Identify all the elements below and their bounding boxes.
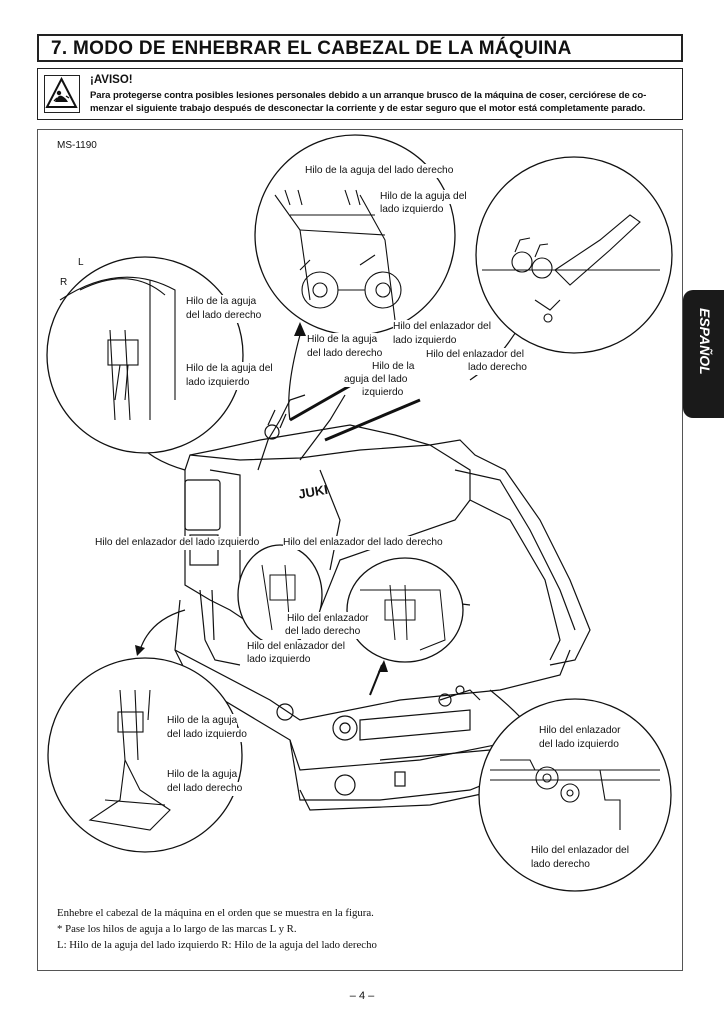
arrow-top-left-circle (288, 334, 301, 421)
label-left-right-needle-1: Hilo de la aguja (186, 295, 257, 309)
label-row-left-looper: Hilo del enlazador del lado izquierdo (95, 536, 260, 550)
label-bl-right-needle-2: del lado derecho (167, 782, 243, 796)
figure-frame (37, 129, 683, 971)
label-mid-left-needle-1: Hilo de la (372, 360, 415, 374)
instruction-line-1: Enhebre el cabezal de la máquina en el o… (57, 907, 374, 919)
top-right-circle-art (482, 214, 660, 323)
warning-box: ¡AVISO! Para protegerse contra posibles … (37, 68, 683, 120)
label-top-right-needle: Hilo de la aguja del lado derecho (305, 164, 454, 178)
label-mid-right-needle-2: del lado derecho (307, 347, 383, 361)
bottom-right-circle-art (490, 759, 660, 830)
label-mid-left-looper-1: Hilo del enlazador del (393, 320, 491, 334)
language-tab: ESPAÑOL (683, 290, 724, 418)
label-top-left-needle-2: lado izquierdo (380, 203, 444, 217)
left-circle-art (59, 276, 176, 421)
instructions: Enhebre el cabezal de la máquina en el o… (57, 905, 377, 953)
label-mid-left-needle-3: izquierdo (362, 386, 404, 400)
warning-text: Para protegerse contra posibles lesiones… (90, 89, 678, 115)
label-br-right-looper-1: Hilo del enlazador del (531, 844, 629, 858)
detail-circle-top-right (475, 156, 673, 354)
instruction-line-2: * Pase los hilos de aguja a lo largo de … (57, 923, 297, 935)
label-br-right-looper-2: lado derecho (531, 858, 590, 872)
detail-inset-looper (346, 557, 464, 663)
label-center-right-looper-part-b: enlazador (323, 613, 369, 624)
label-br-left-looper-1: Hilo del enlazador (539, 724, 621, 738)
label-row-right-looper: Hilo del enlazador del lado derecho (283, 536, 443, 550)
top-circle-art (274, 189, 402, 321)
label-center-right-looper-2: Hilo del enlazador (287, 612, 369, 626)
label-left-right-needle-2: del lado derecho (186, 309, 262, 323)
warning-text-line-1: Para protegerse contra posibles lesiones… (90, 90, 647, 101)
label-br-left-looper-2: del lado izquierdo (539, 738, 619, 752)
label-mid-right-needle-1: Hilo de la aguja (307, 333, 378, 347)
label-mid-right-looper-1: Hilo del enlazador del (426, 348, 524, 362)
brand-logo: JUKI (297, 482, 329, 502)
warning-icon (44, 75, 80, 113)
arrow-bottom-left-circle (139, 609, 186, 651)
label-bl-right-needle-1: Hilo de la aguja (167, 768, 238, 782)
model-label: MS-1190 (57, 140, 97, 151)
label-top-left-needle-1: Hilo de la aguja del (380, 190, 467, 204)
label-center-left-looper-1: Hilo del enlazador del (247, 640, 345, 654)
instruction-line-3: L: Hilo de la aguja del lado izquierdo R… (57, 939, 377, 951)
label-center-right-looper-3: del lado derecho (285, 625, 361, 639)
label-mid-right-looper-2: lado derecho (468, 361, 527, 375)
label-mid-left-needle-2: aguja del lado (344, 373, 408, 387)
warning-title: ¡AVISO! (90, 74, 133, 86)
label-left-left-needle-2: lado izquierdo (186, 376, 250, 390)
label-center-left-looper-2: lado izquierdo (247, 653, 311, 667)
label-mid-left-looper-2: lado izquierdo (393, 334, 457, 348)
bottom-left-circle-art (88, 689, 171, 831)
page-number: – 4 – (349, 990, 375, 1002)
detail-circle-bottom-left (47, 657, 243, 853)
section-title-box: 7. MODO DE ENHEBRAR EL CABEZAL DE LA MÁQ… (37, 34, 683, 62)
mark-L: L (78, 257, 84, 268)
label-left-left-needle-1: Hilo de la aguja del (186, 362, 273, 376)
detail-circle-left (46, 256, 244, 454)
label-center-right-looper-part-a: Hilo del (287, 613, 321, 624)
detail-circle-bottom-right (478, 698, 672, 892)
thread-stand (257, 394, 346, 471)
warning-text-line-2: menzar el siguiente trabajo después de d… (90, 103, 646, 114)
thread-path-pointer-1 (289, 378, 361, 422)
section-title: 7. MODO DE ENHEBRAR EL CABEZAL DE LA MÁQ… (51, 38, 572, 59)
thread-path-pointer-2 (324, 398, 421, 442)
mark-R: R (60, 277, 67, 288)
label-bl-left-needle-1: Hilo de la aguja (167, 714, 238, 728)
label-bl-left-needle-2: del lado izquierdo (167, 728, 247, 742)
